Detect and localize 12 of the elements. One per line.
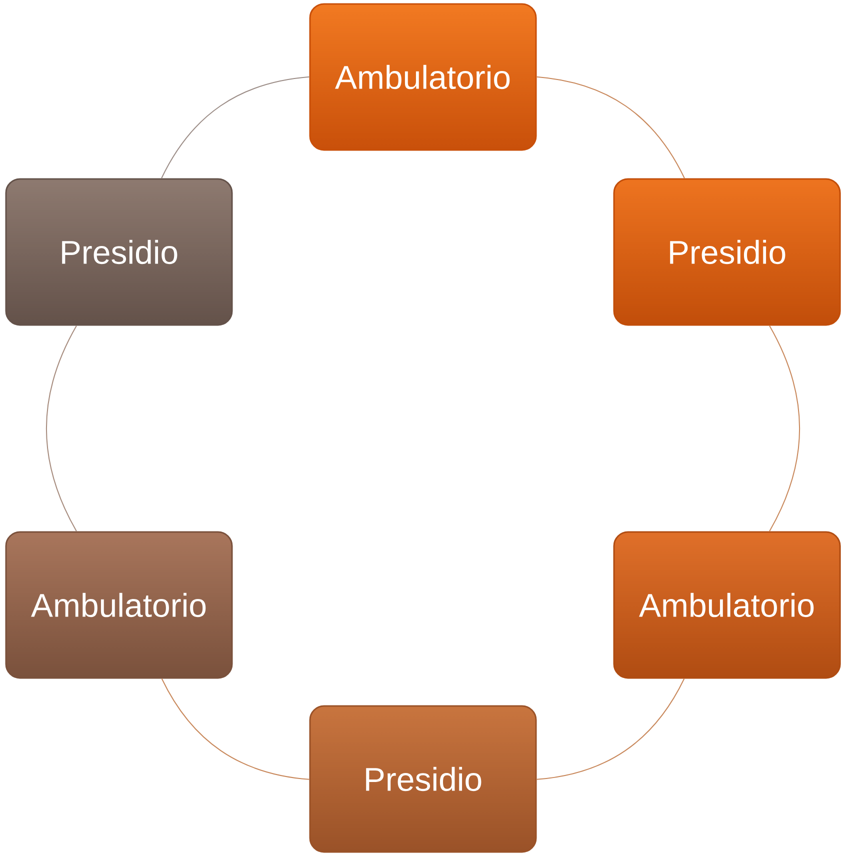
connector-arc (769, 325, 800, 532)
process-box: Ambulatorio (5, 531, 233, 679)
connector-arc (46, 325, 77, 532)
process-box: Ambulatorio (613, 531, 841, 679)
process-box: Presidio (5, 178, 233, 326)
connector-arc (536, 678, 685, 780)
process-box: Presidio (613, 178, 841, 326)
connector-arc (536, 76, 685, 179)
connector-arc (161, 76, 310, 179)
process-box: Presidio (309, 705, 537, 853)
connector-arc (161, 678, 310, 780)
process-box: Ambulatorio (309, 3, 537, 151)
